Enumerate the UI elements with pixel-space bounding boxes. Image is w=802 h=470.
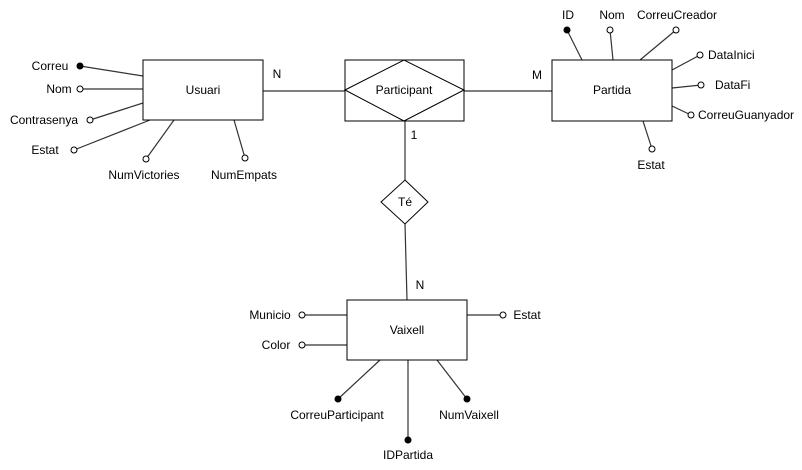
attribute-usuari-numvictories: NumVictories — [108, 168, 179, 182]
attribute-vaixell-estat: Estat — [513, 308, 541, 322]
connector-te-vaixell — [404, 223, 408, 301]
attribute-dot — [298, 341, 306, 349]
entity-usuari[interactable] — [142, 59, 264, 121]
connector-partida-datafi — [671, 84, 702, 89]
key-attribute-dot — [463, 395, 471, 403]
key-attribute-dot — [334, 395, 342, 403]
key-attribute-dot — [404, 436, 412, 444]
cardinality-usuari: N — [273, 67, 282, 81]
relationship-participant-diamond[interactable] — [343, 59, 466, 122]
connector-partida-nom — [609, 29, 614, 61]
attribute-partida-nom: Nom — [599, 8, 624, 22]
key-attribute-dot — [76, 62, 84, 70]
attribute-vaixell-idpartida: IDPartida — [383, 448, 433, 462]
connector-partida-estat — [642, 120, 653, 150]
attribute-dot — [142, 155, 150, 163]
cardinality-partida: M — [532, 68, 542, 82]
relationship-te-label: Té — [398, 195, 412, 209]
connector-vaixell-correuparticipant — [337, 359, 381, 400]
attribute-vaixell-color: Color — [262, 338, 291, 352]
attribute-usuari-estat: Estat — [31, 143, 59, 157]
connector-vaixell-numvaixell — [436, 359, 468, 400]
attribute-dot — [697, 81, 705, 89]
connector-usuari-estat — [73, 119, 151, 151]
attribute-dot — [606, 26, 614, 34]
connector-partida-id — [566, 29, 583, 61]
attribute-usuari-correu: Correu — [32, 59, 69, 73]
connector-usuari-contrasenya — [89, 102, 144, 121]
attribute-dot — [499, 311, 507, 319]
attribute-partida-estat: Estat — [637, 158, 665, 172]
attribute-dot — [298, 311, 306, 319]
connector-partida-datainici — [671, 54, 701, 71]
entity-vaixell[interactable] — [346, 299, 468, 361]
entity-vaixell-label: Vaixell — [390, 323, 424, 337]
attribute-usuari-nom: Nom — [46, 82, 71, 96]
connector-partida-correuguanyador — [671, 105, 692, 116]
attribute-usuari-contrasenya: Contrasenya — [10, 113, 78, 127]
attribute-dot — [70, 146, 78, 154]
connector-partida-correucreador — [639, 29, 677, 61]
attribute-vaixell-municio: Municio — [249, 308, 291, 322]
attribute-dot — [687, 111, 695, 119]
attribute-partida-correucreador: CorreuCreador — [637, 8, 717, 22]
key-attribute-dot — [563, 26, 571, 34]
attribute-usuari-numempats: NumEmpats — [211, 168, 277, 182]
entity-usuari-label: Usuari — [186, 83, 221, 97]
attribute-partida-id: ID — [562, 8, 574, 22]
attribute-partida-datafi: DataFi — [715, 78, 750, 92]
relationship-participant-label: Participant — [376, 83, 433, 97]
entity-partida[interactable] — [551, 59, 673, 122]
attribute-partida-correuguanyador: CorreuGuanyador — [698, 108, 794, 122]
attribute-vaixell-correuparticipant: CorreuParticipant — [290, 408, 384, 422]
attribute-dot — [696, 51, 704, 59]
relationship-te-diamond[interactable] — [380, 179, 429, 225]
attribute-vaixell-numvaixell: NumVaixell — [439, 408, 499, 422]
connector-usuari-numvictories — [145, 119, 175, 160]
entity-partida-label: Partida — [593, 83, 631, 97]
attribute-partida-datainici: DataInici — [708, 48, 755, 62]
connector-usuari-correu — [79, 65, 144, 77]
cardinality-te-vaixell: N — [416, 278, 425, 292]
attribute-dot — [672, 26, 680, 34]
attribute-dot — [86, 116, 94, 124]
cardinality-participant-te: 1 — [411, 128, 418, 142]
attribute-dot — [241, 154, 249, 162]
attribute-dot — [76, 85, 84, 93]
attribute-dot — [648, 145, 656, 153]
connector-usuari-numempats — [233, 119, 246, 159]
